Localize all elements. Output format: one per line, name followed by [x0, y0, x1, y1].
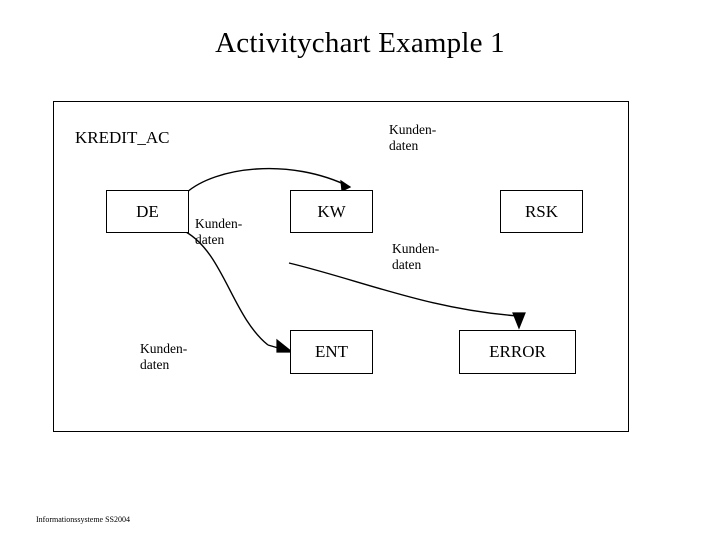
page-title: Activitychart Example 1	[215, 27, 505, 59]
edge-label-de-to-kw: Kunden- daten	[195, 216, 243, 247]
node-kw[interactable]: KW	[290, 190, 373, 233]
node-rsk[interactable]: RSK	[500, 190, 583, 233]
edge-label-kw-to-error: Kunden- daten	[392, 241, 440, 272]
edge-label-ent-input: Kunden- daten	[140, 341, 188, 372]
chart-name-label: KREDIT_AC	[75, 128, 170, 147]
node-de[interactable]: DE	[106, 190, 189, 233]
node-ent[interactable]: ENT	[290, 330, 373, 374]
slide-footer: Informationssysteme SS2004	[36, 515, 130, 524]
activitychart-frame	[53, 101, 629, 432]
edge-label-top-flow: Kunden- daten	[389, 122, 437, 153]
node-error[interactable]: ERROR	[459, 330, 576, 374]
